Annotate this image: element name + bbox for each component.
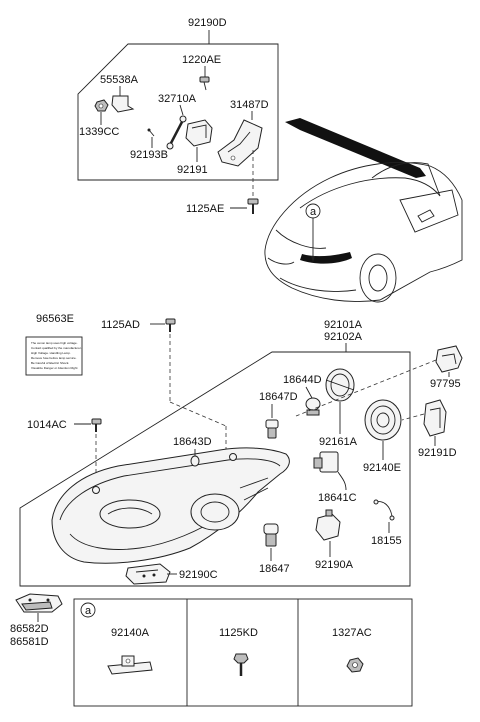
label-1125AE[interactable]: 1125AE — [186, 203, 224, 215]
warning-line-3: High Voltage. Handling Lamp. — [31, 351, 71, 355]
leader-18644D — [305, 386, 313, 399]
label-18647D[interactable]: 18647D — [259, 391, 298, 403]
detail-callout-letter: a — [85, 605, 92, 617]
label-55538A[interactable]: 55538A — [100, 74, 139, 86]
socket-icon — [313, 451, 347, 491]
socket-lower-icon — [315, 509, 341, 541]
label-92190C[interactable]: 92190C — [179, 569, 218, 581]
dashline-97795 — [295, 359, 437, 417]
screw-mid-icon — [165, 318, 176, 332]
label-1220AE[interactable]: 1220AE — [182, 54, 221, 66]
holder-cap-icon — [305, 397, 321, 416]
sensor-arm-icon — [166, 115, 187, 150]
screw-icon — [247, 198, 259, 214]
warning-sticker-group: 96563E The xenon lamp uses high voltage.… — [25, 313, 83, 376]
label-18155[interactable]: 18155 — [371, 535, 402, 547]
label-1125AD[interactable]: 1125AD — [101, 319, 140, 331]
bumper-line — [267, 257, 295, 265]
bolt-icon — [199, 76, 210, 91]
headlamp-housing — [51, 447, 290, 564]
front-wheel-hub — [368, 264, 388, 292]
label-92193B[interactable]: 92193B — [130, 149, 168, 161]
bulb-small-icon — [265, 419, 279, 439]
label-96563E[interactable]: 96563E — [36, 313, 74, 325]
label-92140E[interactable]: 92140E — [363, 462, 401, 474]
screw-left-icon — [91, 418, 102, 432]
label-18643D[interactable]: 18643D — [173, 436, 212, 448]
label-86582D[interactable]: 86582D — [10, 623, 49, 635]
clip-bracket-icon — [107, 655, 153, 675]
cover-icon — [364, 399, 402, 441]
label-92161A[interactable]: 92161A — [319, 436, 358, 448]
label-92191[interactable]: 92191 — [177, 164, 208, 176]
bracket-nut-icon — [111, 95, 135, 113]
detail-table: a 92140A 1125KD 1327AC — [73, 598, 413, 707]
label-1339CC[interactable]: 1339CC — [79, 126, 119, 138]
label-18644D[interactable]: 18644D — [283, 374, 322, 386]
label-1327AC[interactable]: 1327AC — [332, 627, 372, 639]
bracket-icon — [217, 119, 263, 167]
warning-line-1: The xenon lamp uses high voltage. — [31, 341, 78, 345]
wire-icon — [373, 499, 395, 521]
top-group: 92190D 1220AE 55538A 32710A 31487D 1339C… — [77, 17, 279, 215]
label-31487D[interactable]: 31487D — [230, 99, 269, 111]
bracket-pair-icon — [15, 593, 63, 613]
label-18647[interactable]: 18647 — [259, 563, 290, 575]
label-92140A[interactable]: 92140A — [111, 627, 150, 639]
label-32710A[interactable]: 32710A — [158, 93, 197, 105]
rod-icon — [147, 128, 155, 137]
warning-line-4: Remove fuse before lamp service. — [31, 356, 77, 360]
car-callout-letter: a — [310, 206, 317, 218]
car-side-window — [399, 189, 459, 233]
warning-line-6: Visualize Danger or Attention Right — [31, 366, 78, 370]
grille-line — [275, 229, 327, 249]
assembly-frame — [19, 351, 411, 587]
warning-sticker — [25, 336, 83, 376]
nut-small-icon — [346, 657, 364, 673]
ring-icon — [325, 368, 355, 402]
label-92191D[interactable]: 92191D — [418, 447, 457, 459]
brackets-group: 86582D 86581D — [10, 593, 63, 648]
car-hood-line — [299, 177, 441, 209]
sensor-module-icon — [185, 119, 213, 147]
dashline-1125AD-2 — [169, 401, 227, 427]
car-body-outline — [264, 162, 463, 302]
bolt-small-icon — [233, 653, 249, 676]
detail-callout-circle — [80, 602, 96, 618]
bulb-side-icon — [190, 455, 200, 467]
label-92101A[interactable]: 92101A — [324, 319, 363, 331]
windshield-line — [371, 162, 441, 197]
bulb-low-icon — [263, 523, 279, 547]
module-bottom-icon — [125, 563, 171, 585]
cap-right-icon — [435, 345, 463, 373]
nut-icon — [94, 99, 109, 112]
detail-table-frame — [73, 598, 413, 707]
label-86581D[interactable]: 86581D — [10, 636, 49, 648]
headlamp-assembly-group: 1125AD 92101A 92102A 1014AC — [19, 318, 463, 587]
front-wheel — [359, 253, 397, 303]
label-1014AC[interactable]: 1014AC — [27, 419, 67, 431]
warning-line-5: Be Careful of Electric Shock. — [31, 361, 69, 365]
mirror-shape — [417, 209, 435, 223]
label-1125KD[interactable]: 1125KD — [219, 627, 258, 639]
label-18641C[interactable]: 18641C — [318, 492, 357, 504]
label-92190D[interactable]: 92190D — [188, 17, 227, 29]
warning-line-2: Contact qualified by the manufacturer. — [31, 346, 82, 350]
car-illustration: a — [264, 118, 463, 303]
dashline-92191D — [401, 413, 425, 421]
label-92102A[interactable]: 92102A — [324, 331, 363, 343]
headlamp-shape — [300, 252, 352, 264]
ballast-icon — [423, 399, 447, 437]
lower-bumper-line — [279, 277, 357, 292]
label-97795[interactable]: 97795 — [430, 378, 461, 390]
label-92190A[interactable]: 92190A — [315, 559, 354, 571]
leader-32710A — [179, 104, 184, 116]
top-group-frame — [77, 43, 279, 181]
